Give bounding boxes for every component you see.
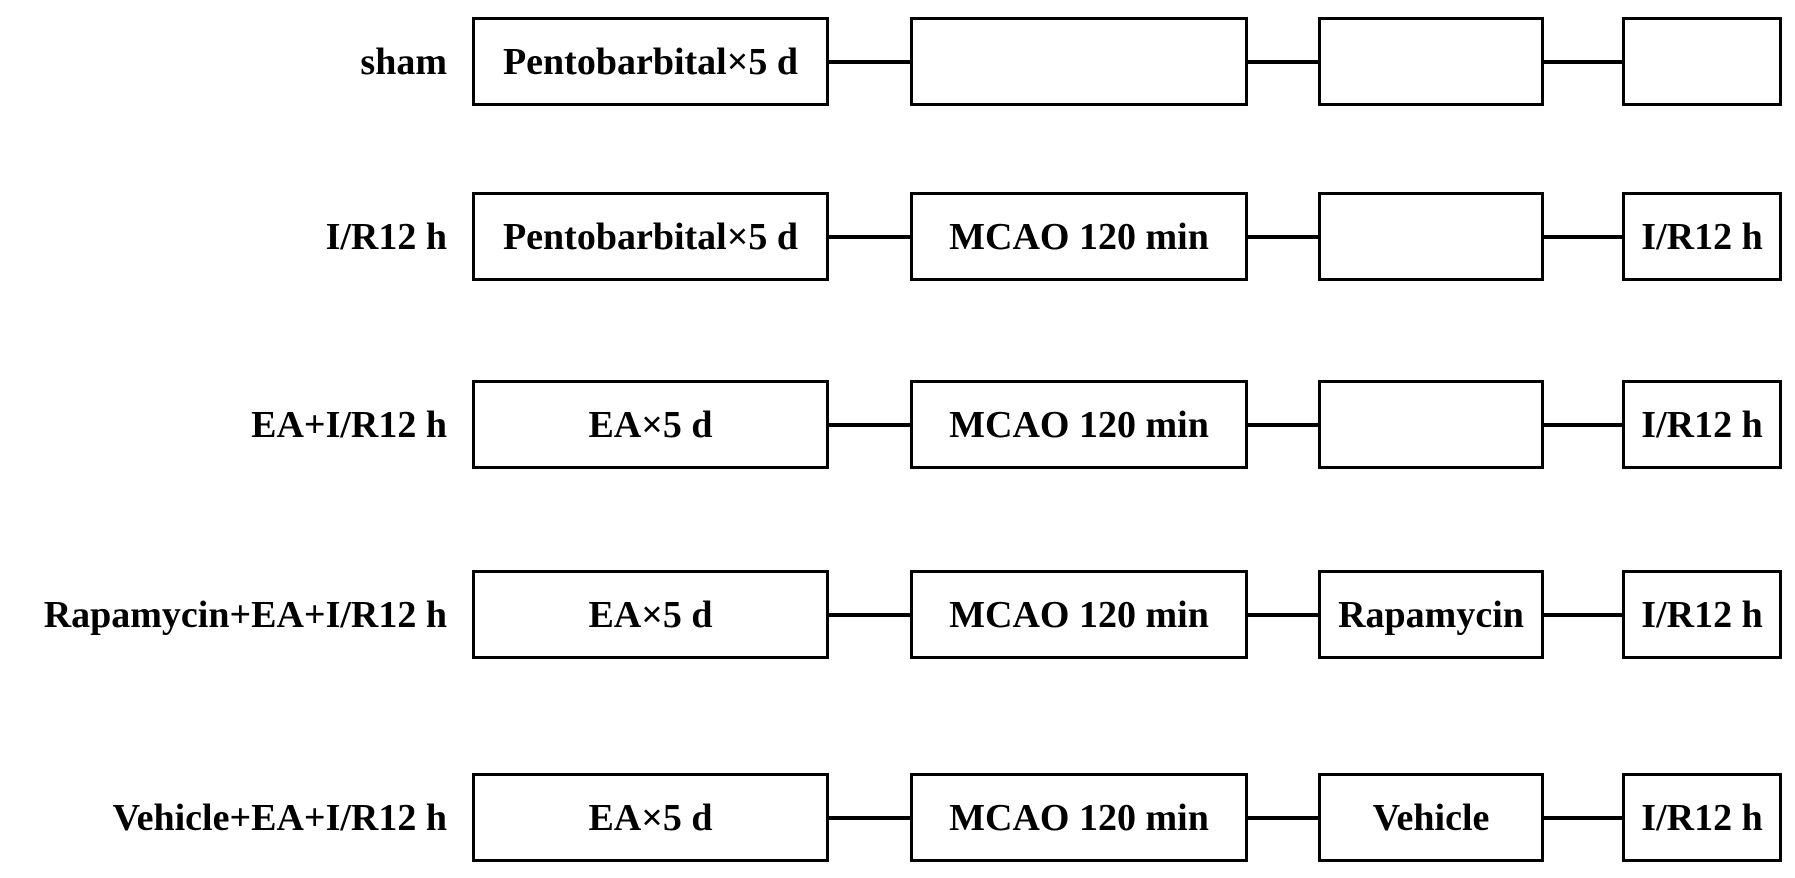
group-row-sham: sham Pentobarbital×5 d <box>0 17 1795 106</box>
connector-line <box>829 612 910 617</box>
group-label: Vehicle+EA+I/R12 h <box>112 796 447 839</box>
flow-box-posttreatment: Rapamycin <box>1318 570 1544 659</box>
group-row-vehicle-ea-ir12h: Vehicle+EA+I/R12 h EA×5 d MCAO 120 min V… <box>0 773 1795 862</box>
flow-box-reperfusion: I/R12 h <box>1622 192 1782 281</box>
group-row-rapamycin-ea-ir12h: Rapamycin+EA+I/R12 h EA×5 d MCAO 120 min… <box>0 570 1795 659</box>
flow-box-surgery: MCAO 120 min <box>910 570 1248 659</box>
connector-line <box>1544 59 1622 64</box>
flow-box-pretreatment: EA×5 d <box>472 380 829 469</box>
connector-line <box>1544 422 1622 427</box>
connector-line <box>1248 59 1318 64</box>
flow-box-reperfusion: I/R12 h <box>1622 773 1782 862</box>
flow-box-reperfusion: I/R12 h <box>1622 380 1782 469</box>
flow-box-pretreatment: Pentobarbital×5 d <box>472 17 829 106</box>
connector-line <box>829 422 910 427</box>
group-row-ea-ir12h: EA+I/R12 h EA×5 d MCAO 120 min I/R12 h <box>0 380 1795 469</box>
flow-box-pretreatment: Pentobarbital×5 d <box>472 192 829 281</box>
connector-line <box>1248 815 1318 820</box>
flow-box-surgery: MCAO 120 min <box>910 192 1248 281</box>
flow-box-pretreatment: EA×5 d <box>472 570 829 659</box>
group-row-ir12h: I/R12 h Pentobarbital×5 d MCAO 120 min I… <box>0 192 1795 281</box>
flow-box-posttreatment: Vehicle <box>1318 773 1544 862</box>
connector-line <box>1544 234 1622 239</box>
connector-line <box>1248 234 1318 239</box>
flow-box-surgery: MCAO 120 min <box>910 380 1248 469</box>
group-label: sham <box>360 40 447 83</box>
flow-box-pretreatment: EA×5 d <box>472 773 829 862</box>
flow-box-reperfusion <box>1622 17 1782 106</box>
connector-line <box>1544 612 1622 617</box>
connector-line <box>829 234 910 239</box>
connector-line <box>1248 612 1318 617</box>
connector-line <box>1544 815 1622 820</box>
connector-line <box>829 59 910 64</box>
flow-box-posttreatment <box>1318 17 1544 106</box>
group-label: EA+I/R12 h <box>251 403 447 446</box>
connector-line <box>1248 422 1318 427</box>
flow-box-surgery <box>910 17 1248 106</box>
flow-box-posttreatment <box>1318 192 1544 281</box>
flow-box-reperfusion: I/R12 h <box>1622 570 1782 659</box>
flow-box-surgery: MCAO 120 min <box>910 773 1248 862</box>
group-label: I/R12 h <box>325 215 447 258</box>
group-label: Rapamycin+EA+I/R12 h <box>43 593 447 636</box>
connector-line <box>829 815 910 820</box>
flow-box-posttreatment <box>1318 380 1544 469</box>
